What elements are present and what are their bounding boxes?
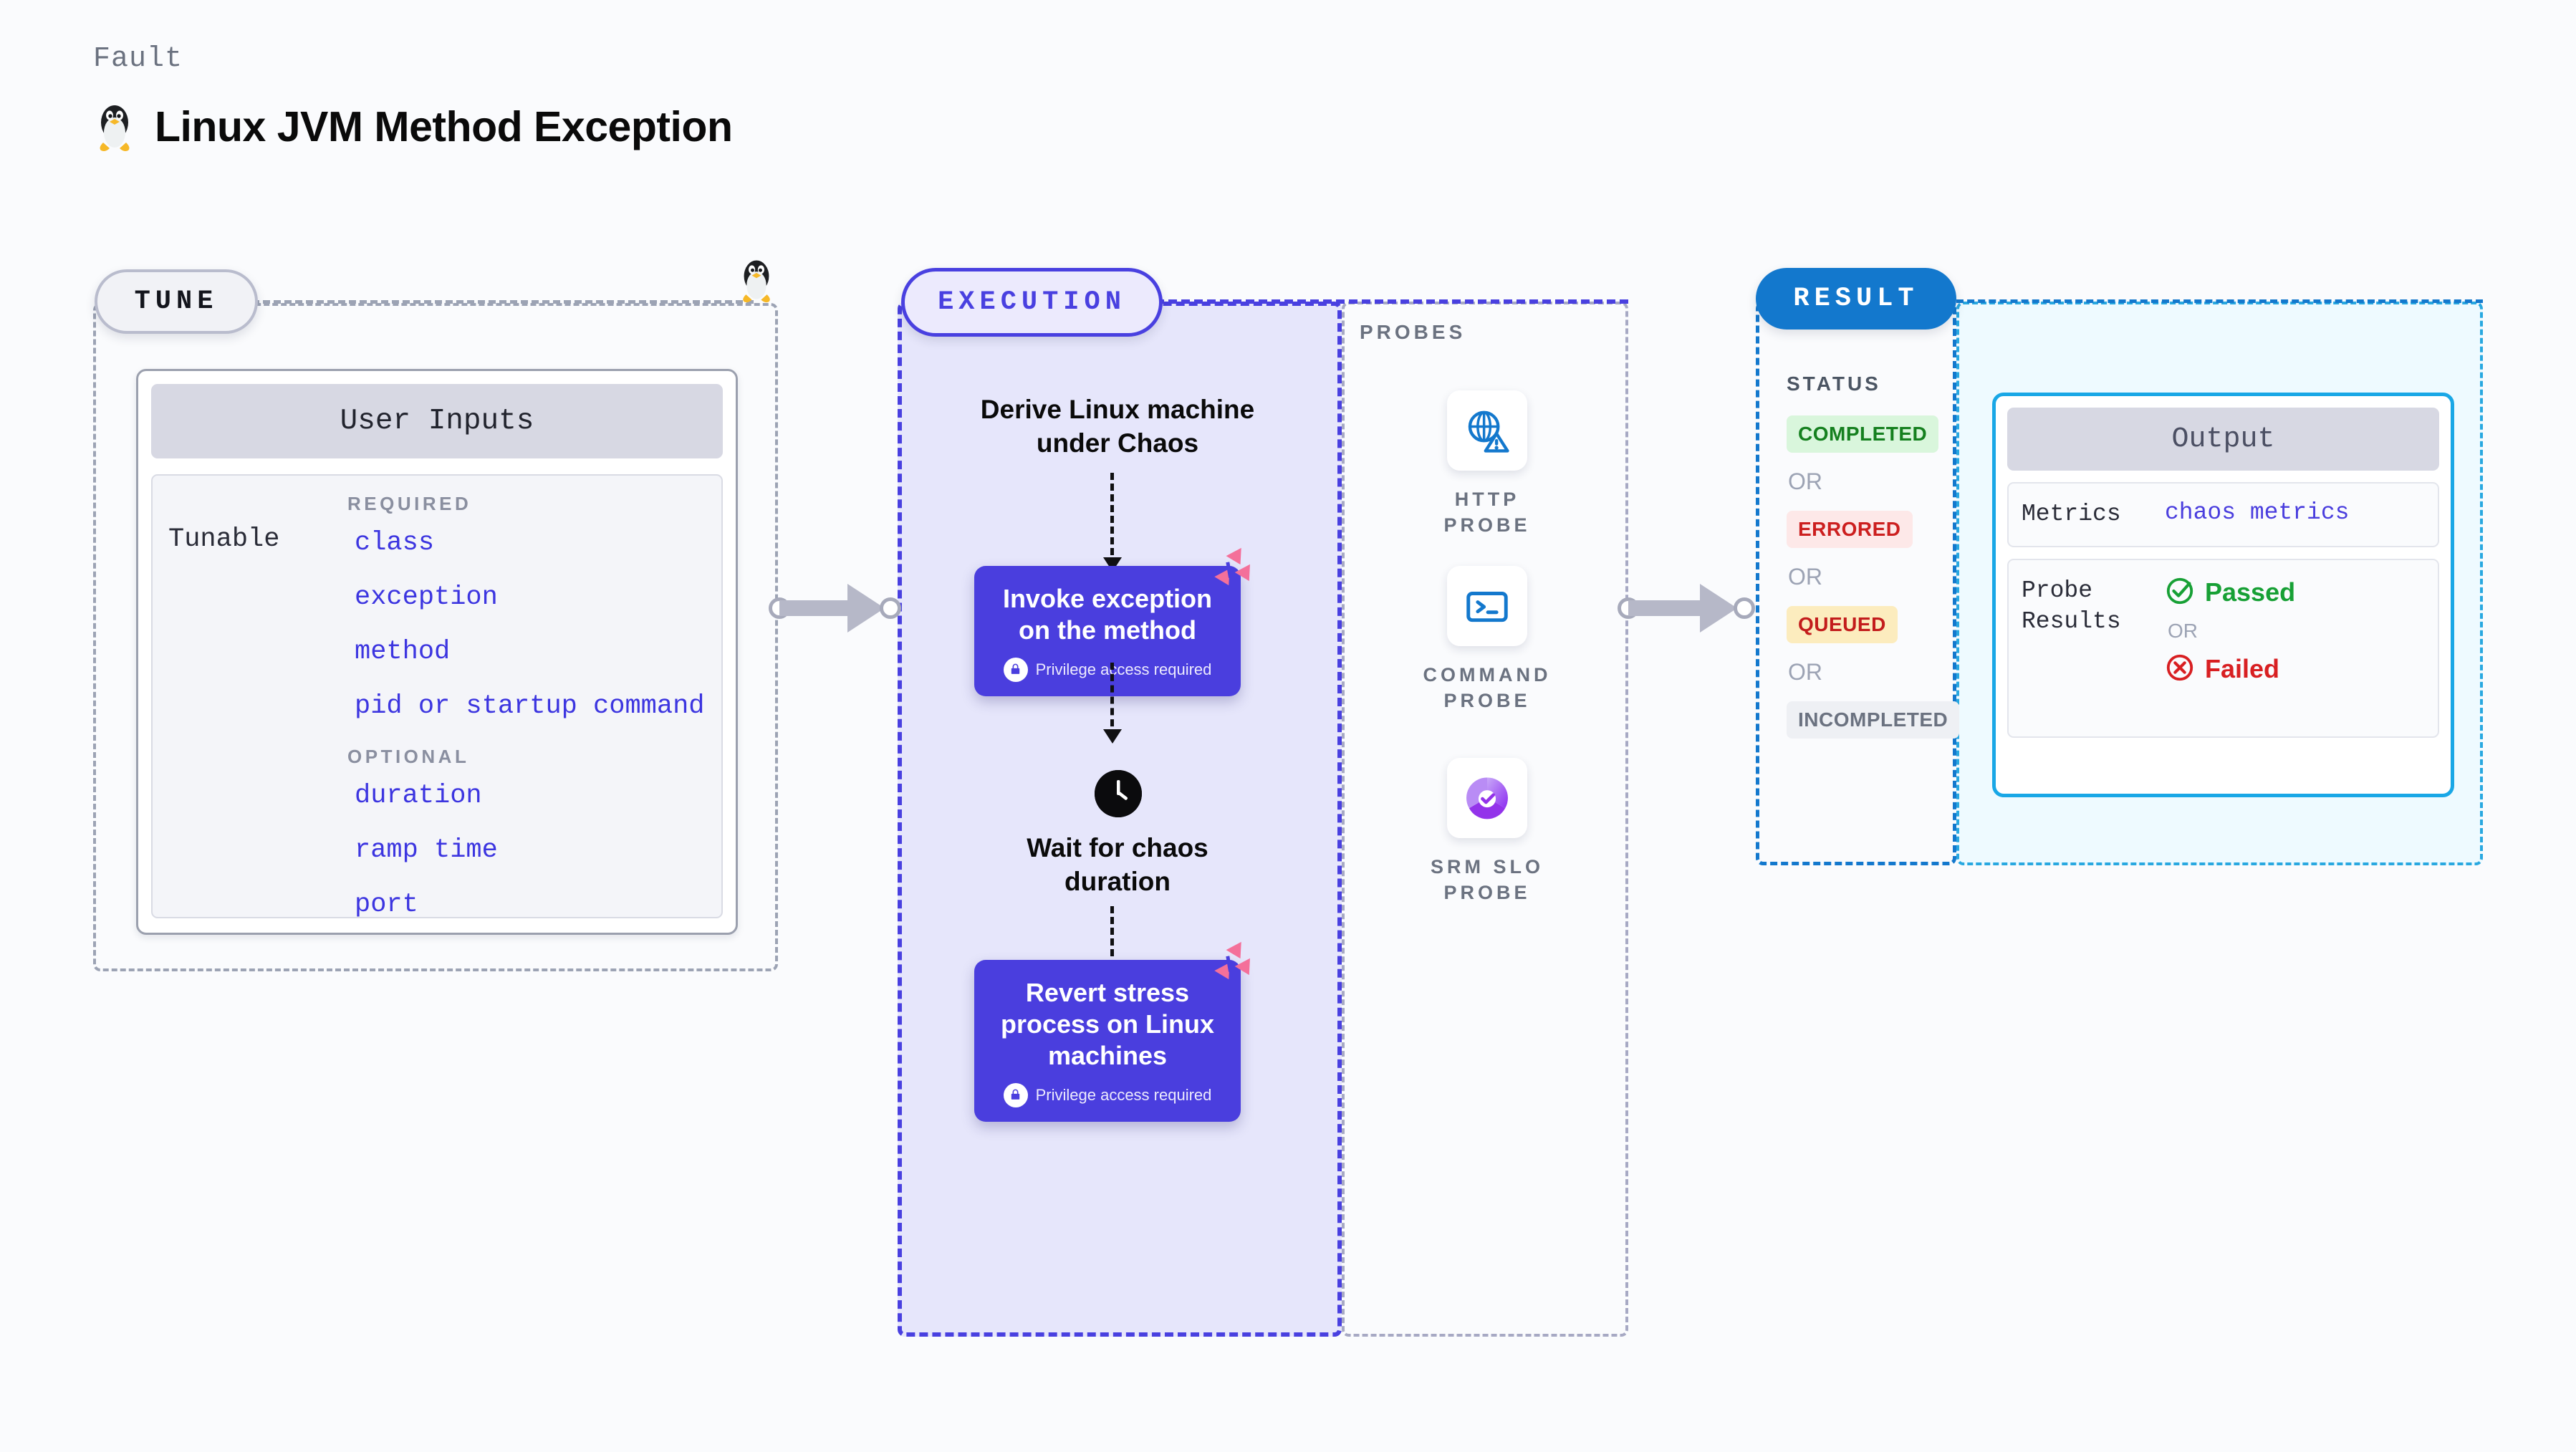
execution-card-invoke-label: Invoke exception on the method xyxy=(1002,584,1213,645)
page-header: Fault Linux JVM Method Exception xyxy=(93,43,733,153)
status-badge-queued: QUEUED xyxy=(1787,606,1898,643)
param-duration[interactable]: duration xyxy=(355,781,482,811)
param-pid-or-startup-command[interactable]: pid or startup command xyxy=(355,691,705,721)
probe-passed-label: Passed xyxy=(2205,577,2296,607)
tunable-section: Tunable REQUIRED class exception method … xyxy=(151,474,723,920)
status-badge-completed: COMPLETED xyxy=(1787,415,1939,453)
connector-tune-to-execution xyxy=(769,584,905,633)
param-port[interactable]: port xyxy=(355,890,418,920)
probe-http-label: HTTP PROBE xyxy=(1443,489,1531,537)
result-stage-badge[interactable]: RESULT xyxy=(1756,268,1956,330)
execution-card-revert-label: Revert stress process on Linux machines xyxy=(1000,978,1215,1070)
tune-stage-badge[interactable]: TUNE xyxy=(95,269,258,334)
probe-srm-slo[interactable]: SRM SLO PROBE xyxy=(1408,758,1566,906)
probe-failed-label: Failed xyxy=(2205,654,2280,684)
result-zone-top-connector xyxy=(1956,299,2483,303)
connector-execution-to-result xyxy=(1618,584,1761,633)
probe-result-passed: Passed xyxy=(2165,576,2295,610)
output-row-probe-results: Probe Results Passed OR xyxy=(2007,558,2439,738)
probe-result-failed: Failed xyxy=(2165,653,2295,686)
output-metrics-key: Metrics xyxy=(2022,501,2121,527)
tune-zone-boundary xyxy=(93,303,778,971)
status-section-title: STATUS xyxy=(1787,372,1881,395)
tux-penguin-icon xyxy=(93,101,136,153)
execution-arrow-1 xyxy=(1103,473,1122,572)
probe-result-values: Passed OR Failed xyxy=(2165,576,2295,721)
probe-command[interactable]: COMMAND PROBE xyxy=(1408,566,1566,714)
output-probe-key: Probe Results xyxy=(2022,577,2121,635)
execution-card-invoke-exception[interactable]: Invoke exception on the method Privilege… xyxy=(974,547,1250,696)
page-title: Linux JVM Method Exception xyxy=(155,103,733,150)
execution-step-derive-label: Derive Linux machine under Chaos xyxy=(980,395,1255,458)
status-or-2: OR xyxy=(1788,564,1822,590)
execution-stage-badge[interactable]: EXECUTION xyxy=(901,268,1163,337)
probe-result-or: OR xyxy=(2168,619,2198,642)
slo-donut-check-icon xyxy=(1447,758,1527,838)
status-badge-errored: ERRORED xyxy=(1787,511,1913,548)
tunable-row-label: Tunable xyxy=(168,524,280,554)
probe-srm-slo-label: SRM SLO PROBE xyxy=(1430,856,1544,904)
user-inputs-card: User Inputs Tunable REQUIRED class excep… xyxy=(136,369,738,935)
status-or-3: OR xyxy=(1788,659,1822,685)
x-circle-icon xyxy=(2165,653,2195,686)
execution-step-wait-label: Wait for chaos duration xyxy=(1027,833,1208,897)
output-row-metrics: Metrics chaos metrics xyxy=(2007,482,2439,547)
privilege-note: Privilege access required xyxy=(987,657,1228,682)
param-class[interactable]: class xyxy=(355,528,435,558)
output-card-header: Output xyxy=(2007,408,2439,471)
connector-end-dot xyxy=(880,597,901,619)
fault-eyebrow-label: Fault xyxy=(93,43,183,75)
execution-card-revert-stress[interactable]: Revert stress process on Linux machines … xyxy=(974,941,1250,1122)
execution-arrow-2 xyxy=(1103,663,1122,744)
clock-icon xyxy=(1095,770,1142,817)
globe-warning-icon xyxy=(1447,390,1527,471)
tune-zone-top-connector xyxy=(252,300,754,304)
status-list: COMPLETED OR ERRORED OR QUEUED OR INCOMP… xyxy=(1787,415,1960,739)
connector-arrowhead xyxy=(1700,584,1737,633)
required-group-label: REQUIRED xyxy=(347,493,472,514)
param-ramp-time[interactable]: ramp time xyxy=(355,835,498,865)
output-metrics-value[interactable]: chaos metrics xyxy=(2165,499,2350,526)
chaos-ribbon-icon xyxy=(1208,941,1259,993)
tux-penguin-icon xyxy=(736,256,777,307)
connector-line xyxy=(1628,600,1721,616)
page-title-row: Linux JVM Method Exception xyxy=(93,101,733,153)
chaos-ribbon-icon xyxy=(1208,547,1259,599)
lock-icon xyxy=(1003,1082,1028,1107)
connector-line xyxy=(779,600,869,616)
terminal-icon xyxy=(1447,566,1527,646)
result-status-zone-boundary xyxy=(1756,302,1956,865)
status-badge-incompleted: INCOMPLETED xyxy=(1787,701,1960,739)
privilege-note-label: Privilege access required xyxy=(1035,1085,1212,1104)
probe-command-label: COMMAND PROBE xyxy=(1423,664,1552,712)
execution-zone-top-connector xyxy=(1155,299,1628,304)
execution-zone-boundary xyxy=(898,302,1342,1337)
connector-arrowhead xyxy=(847,584,885,633)
probes-section-title: PROBES xyxy=(1360,321,1466,343)
param-method[interactable]: method xyxy=(355,637,451,667)
param-exception[interactable]: exception xyxy=(355,582,498,612)
output-card: Output Metrics chaos metrics Probe Resul… xyxy=(1992,393,2454,797)
optional-group-label: OPTIONAL xyxy=(347,746,470,767)
probe-http[interactable]: HTTP PROBE xyxy=(1408,390,1566,539)
lock-icon xyxy=(1003,657,1028,682)
status-or-1: OR xyxy=(1788,468,1822,494)
privilege-note: Privilege access required xyxy=(987,1082,1228,1107)
user-inputs-header: User Inputs xyxy=(151,384,723,458)
tunable-params-list: REQUIRED class exception method pid or s… xyxy=(347,493,714,920)
check-circle-icon xyxy=(2165,576,2195,610)
privilege-note-label: Privilege access required xyxy=(1035,660,1212,678)
connector-end-dot xyxy=(1734,597,1755,619)
